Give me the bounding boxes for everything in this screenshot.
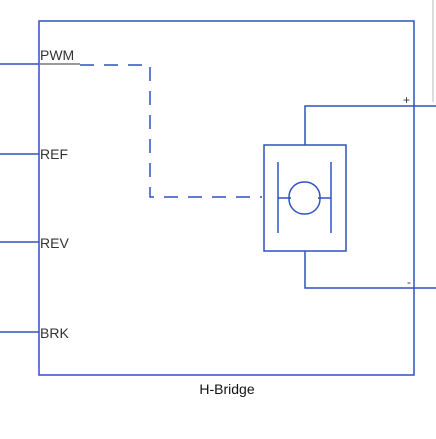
pwm-control-path: [80, 64, 262, 198]
port-label-pwm: PWM: [40, 47, 74, 63]
wire-positive: [304, 105, 436, 145]
terminal-positive-label: +: [403, 93, 410, 107]
block-outline[interactable]: [38, 20, 415, 376]
port-label-rev: REV: [40, 235, 69, 251]
dc-motor-icon[interactable]: [263, 144, 347, 252]
wire-negative: [304, 251, 436, 289]
terminal-negative-label: -: [407, 275, 411, 289]
port-label-ref: REF: [40, 146, 68, 162]
port-label-brk: BRK: [40, 325, 69, 341]
block-title: H-Bridge: [199, 381, 254, 397]
